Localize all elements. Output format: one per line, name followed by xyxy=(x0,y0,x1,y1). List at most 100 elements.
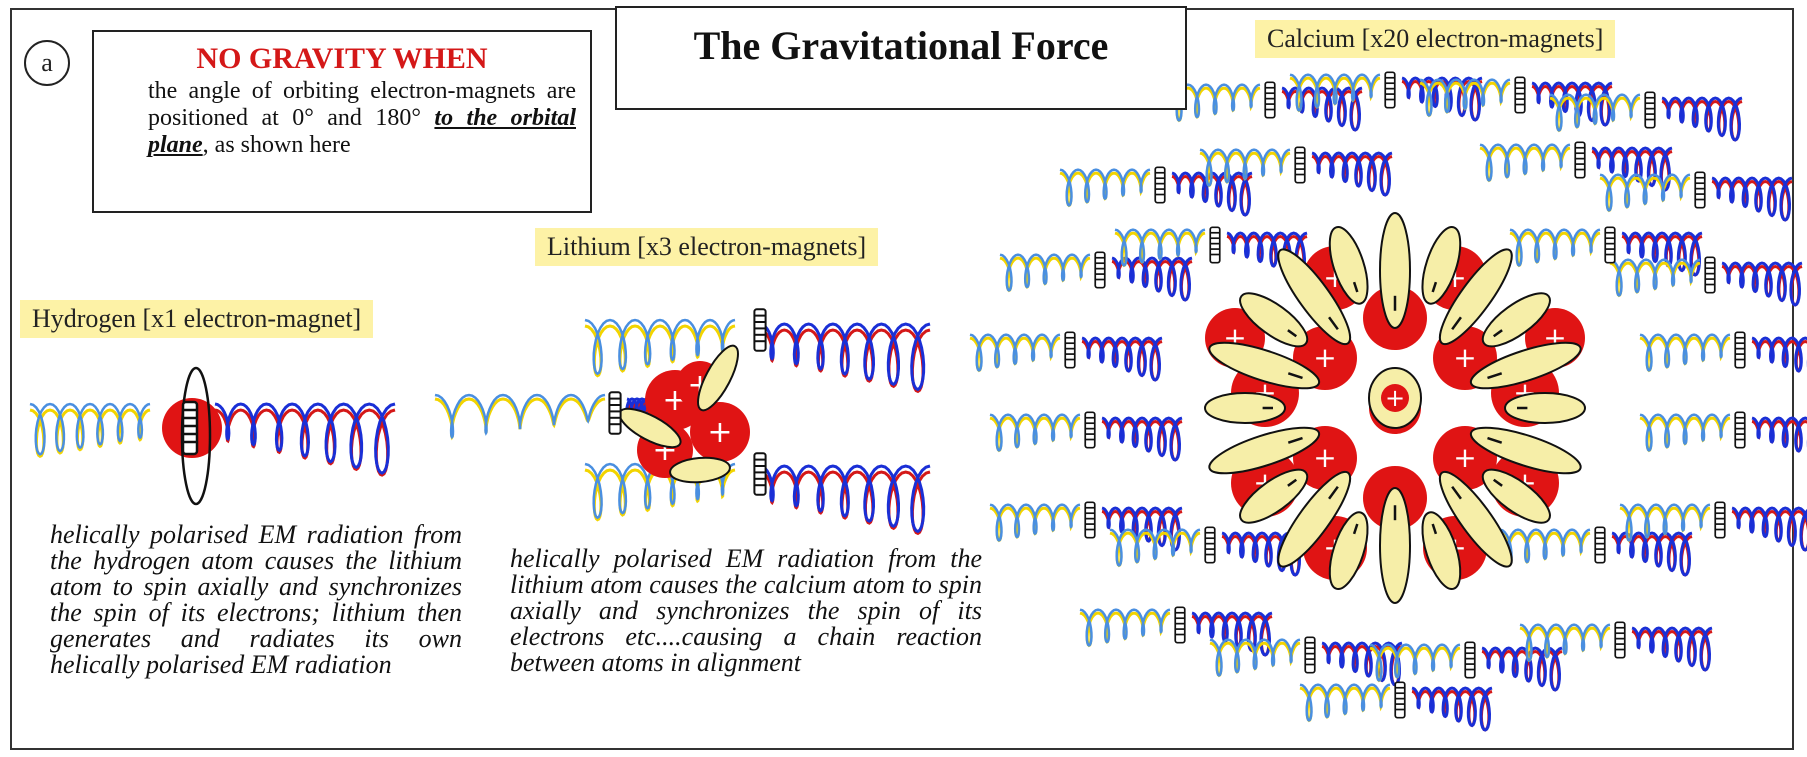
calcium-emitter-24-helix-red xyxy=(1411,689,1493,732)
lithium-top-helix-red xyxy=(759,328,931,394)
calcium-electron-13 xyxy=(1239,468,1309,524)
calcium-electron-5 xyxy=(1504,392,1586,424)
calcium-emitter-16-helix-red xyxy=(1101,509,1183,552)
calcium-emitter-7-helix-lightblue xyxy=(1599,173,1691,212)
calcium-emitter-19-helix-red xyxy=(1731,509,1807,552)
hydrogen-coil-icon xyxy=(181,400,199,456)
hydrogen-helix-yellow xyxy=(29,408,151,459)
calcium-emitter-1-coil-icon xyxy=(1384,71,1396,109)
calcium-emitter-11-coil-icon xyxy=(1704,256,1716,294)
calcium-electron-sign-16 xyxy=(1287,372,1303,380)
calcium-emitter-1-helix-lightblue xyxy=(1289,73,1381,112)
calcium-electron-body-0 xyxy=(1379,212,1411,329)
calcium-emitter-5-coil-icon xyxy=(1294,146,1306,184)
lithium-bottom-helix-red xyxy=(759,470,931,536)
calcium-emitter-12-coil-icon xyxy=(1064,331,1076,369)
calcium-nucleon-sign-3: + xyxy=(1313,441,1336,474)
calcium-emitter-10-coil-icon xyxy=(1604,226,1616,264)
calcium-emitter-6-helix-lightblue xyxy=(1479,143,1571,182)
calcium-electron-sign-2 xyxy=(1451,316,1462,331)
calcium-emitter-11-helix-lightblue xyxy=(1609,258,1701,297)
calcium-emitter-14-helix-blue xyxy=(1101,416,1183,462)
calcium-emitter-22-coil-icon xyxy=(1464,641,1476,679)
calcium-emitter-2-helix-red xyxy=(1531,84,1613,127)
calcium-emitter-15-coil-icon xyxy=(1734,411,1746,449)
calcium-electron-body-11 xyxy=(1328,511,1369,590)
hydrogen-caption: helically polarised EM radiation from th… xyxy=(50,520,462,679)
calcium-electron-sign-3 xyxy=(1492,329,1503,338)
calcium-emitter-16-coil-icon xyxy=(1084,501,1096,539)
calcium-emitter-5-helix-red xyxy=(1311,154,1393,197)
note-body: the angle of orbiting electron-magnets a… xyxy=(148,78,576,159)
calcium-electron-2 xyxy=(1438,248,1513,346)
calcium-electron-sign-14 xyxy=(1287,436,1303,444)
calcium-emitter-23-helix-lightblue xyxy=(1519,623,1611,662)
calcium-emitter-3-helix-lightblue xyxy=(1549,93,1641,132)
calcium-emitter-15-helix-blue xyxy=(1751,416,1807,453)
calcium-electron-sign-11 xyxy=(1352,523,1359,535)
calcium-electron-4 xyxy=(1469,341,1582,390)
calcium-emitter-0-helix-red xyxy=(1281,89,1363,132)
note-body-part-1: the angle of orbiting electron-magnets a… xyxy=(148,78,576,131)
calcium-emitter-10-helix-red xyxy=(1621,234,1703,277)
calcium-emitter-20-helix-blue xyxy=(1191,611,1273,657)
calcium-emitter-2-coil-icon xyxy=(1514,76,1526,114)
calcium-emitter-13-helix-lightblue xyxy=(1639,333,1731,372)
calcium-electron-9 xyxy=(1421,511,1462,590)
calcium-electron-19 xyxy=(1328,226,1369,305)
calcium-emitter-8-coil-icon xyxy=(1094,251,1106,289)
calcium-emitter-7-helix-red xyxy=(1711,179,1793,222)
calcium-emitter-24-helix-lightblue xyxy=(1299,683,1391,722)
calcium-electron-sign-19 xyxy=(1352,281,1359,293)
hydrogen-helix-red xyxy=(214,408,396,477)
calcium-emitter-20-coil-icon xyxy=(1174,606,1186,644)
calcium-electron-sign-7 xyxy=(1492,478,1503,487)
calcium-electron-7 xyxy=(1481,468,1551,524)
calcium-electron-body-4 xyxy=(1469,341,1582,390)
lithium-top-coil-icon xyxy=(753,308,767,352)
calcium-emitter-20-helix-red xyxy=(1191,614,1273,657)
calcium-emitter-18-helix-red xyxy=(1611,534,1693,577)
calcium-electron-12 xyxy=(1277,470,1352,568)
lithium-left-helix-lightblue xyxy=(434,393,606,440)
calcium-electron-0 xyxy=(1379,212,1411,329)
calcium-emitter-22-helix-lightblue xyxy=(1369,643,1461,682)
calcium-emitter-18-helix-lightblue xyxy=(1499,528,1591,567)
calcium-emitter-3-helix-blue xyxy=(1661,96,1743,142)
calcium-electron-8 xyxy=(1438,470,1513,568)
calcium-emitter-6-coil-icon xyxy=(1574,141,1586,179)
note-body-part-2: , as shown here xyxy=(202,132,351,158)
calcium-emitter-7-coil-icon xyxy=(1694,171,1706,209)
calcium-emitter-2-helix-blue xyxy=(1531,81,1613,127)
calcium-emitter-13-helix-blue xyxy=(1751,336,1807,373)
diagram-title: The Gravitational Force xyxy=(693,23,1109,68)
calcium-emitter-12-helix-blue xyxy=(1081,336,1163,382)
calcium-emitter-10-helix-lightblue xyxy=(1509,228,1601,267)
hydrogen-helix-lightblue xyxy=(29,402,151,456)
lithium-electron-2 xyxy=(669,456,731,484)
calcium-emitter-20-helix-lightblue xyxy=(1079,608,1171,647)
calcium-emitter-17-helix-lightblue xyxy=(1109,528,1201,567)
calcium-electron-10 xyxy=(1379,487,1411,604)
calcium-electron-sign-18 xyxy=(1328,316,1339,331)
calcium-emitter-4-helix-lightblue xyxy=(1059,168,1151,207)
calcium-electron-15 xyxy=(1204,392,1286,424)
note-heading: NO GRAVITY WHEN xyxy=(196,42,488,75)
calcium-electron-body-19 xyxy=(1328,226,1369,305)
calcium-emitter-4-coil-icon xyxy=(1154,166,1166,204)
calcium-emitter-6-helix-red xyxy=(1591,149,1673,192)
calcium-electron-6 xyxy=(1469,426,1582,475)
calcium-electron-18 xyxy=(1277,248,1352,346)
calcium-label: Calcium [x20 electron-magnets] xyxy=(1255,20,1616,58)
calcium-emitter-19-coil-icon xyxy=(1714,501,1726,539)
calcium-electron-body-9 xyxy=(1421,511,1462,590)
calcium-electron-sign-8 xyxy=(1451,485,1462,500)
calcium-emitter-18-helix-blue xyxy=(1611,531,1693,577)
calcium-emitter-14-helix-red xyxy=(1101,419,1183,462)
calcium-emitter-1-helix-blue xyxy=(1401,76,1483,122)
calcium-emitter-21-helix-red xyxy=(1321,644,1403,687)
lithium-caption: helically polarised EM radiation from th… xyxy=(510,544,982,677)
lithium-nucleon-sign-1: + xyxy=(707,415,732,450)
calcium-electron-body-16 xyxy=(1208,341,1321,390)
